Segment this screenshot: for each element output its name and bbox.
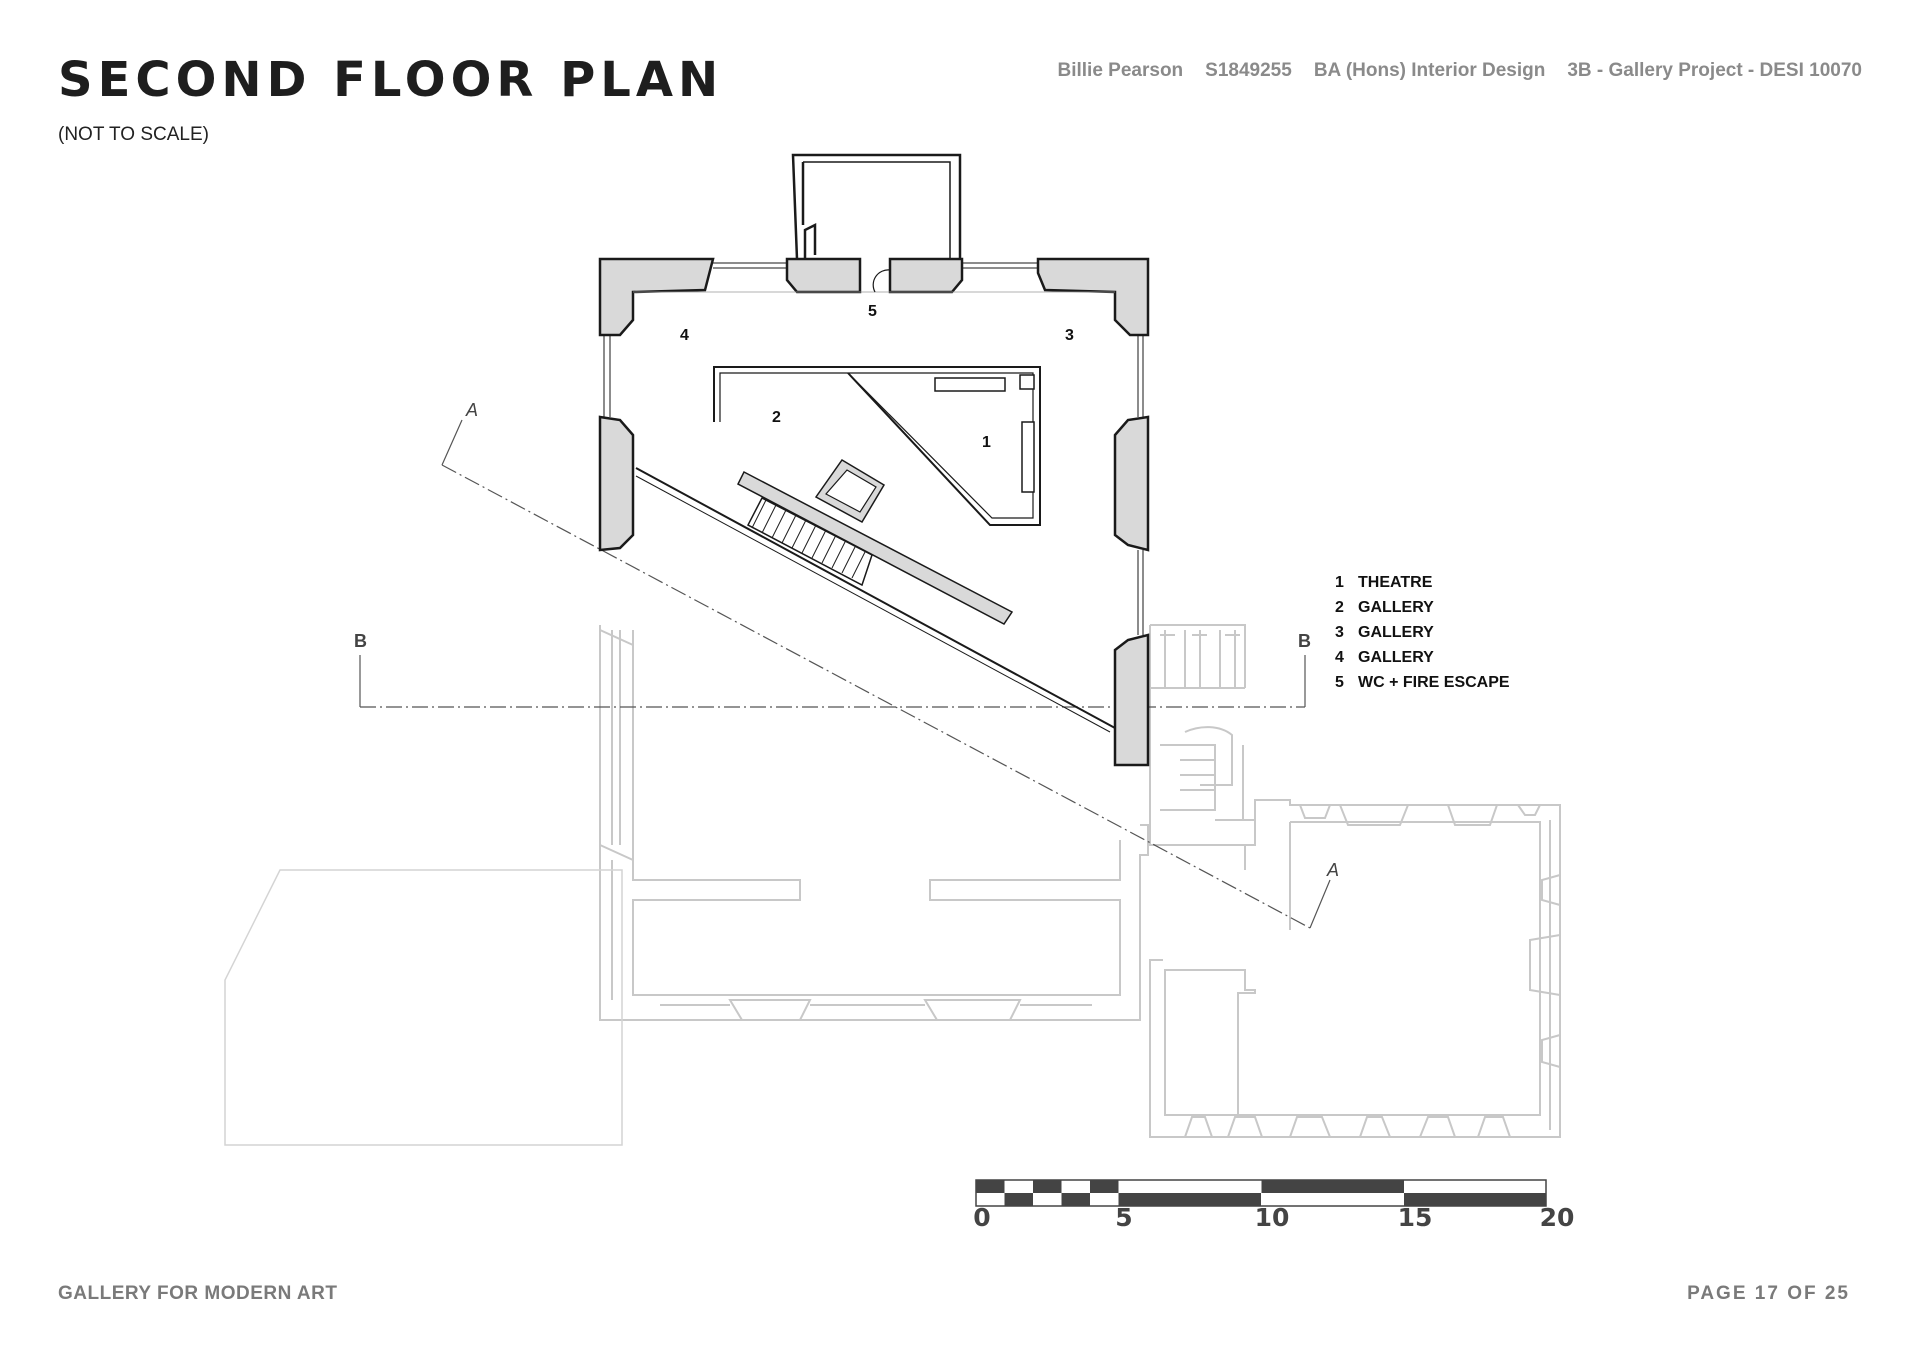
existing-lower-hall — [599, 625, 1149, 1021]
project-meta: Billie Pearson S1849255 BA (Hons) Interi… — [1058, 60, 1863, 82]
room-number-3: 3 — [1065, 327, 1074, 344]
room-number-4: 4 — [680, 327, 689, 344]
room-number-1: 1 — [982, 434, 991, 451]
existing-courtyard — [224, 869, 623, 1146]
room-number-2: 2 — [772, 409, 781, 426]
section-marker-a-top: A — [465, 400, 478, 420]
existing-stair-core — [1149, 625, 1561, 1138]
section-marker-b-right: B — [1298, 631, 1311, 651]
room-number-5: 5 — [868, 303, 877, 320]
wc-fire-escape — [791, 153, 962, 293]
scale-label-20: 20 — [1539, 1203, 1575, 1232]
existing-inner-walls — [632, 630, 1121, 996]
page-subtitle: (NOT TO SCALE) — [58, 124, 209, 145]
author-name: Billie Pearson — [1057, 60, 1184, 81]
scale-label-0: 0 — [973, 1203, 991, 1232]
legend-number: 1 — [1335, 574, 1344, 591]
wall-pier-top-mid-right — [888, 257, 964, 294]
existing-right-wing — [1164, 821, 1541, 1116]
legend-label: GALLERY — [1358, 624, 1434, 641]
diagonal-wall — [635, 467, 1116, 729]
section-marker-b-left: B — [354, 631, 367, 651]
legend-item: 2 GALLERY — [1335, 595, 1510, 620]
legend-label: WC + FIRE ESCAPE — [1358, 674, 1510, 691]
legend-item: 1 THEATRE — [1335, 570, 1510, 595]
legend-item: 5 WC + FIRE ESCAPE — [1335, 670, 1510, 695]
glazing-lines — [603, 262, 1144, 635]
room-numbers: 1 2 3 4 5 — [680, 303, 1074, 451]
footer-project-title: GALLERY FOR MODERN ART — [58, 1283, 338, 1304]
legend-label: GALLERY — [1358, 599, 1434, 616]
page-number: PAGE 17 OF 25 — [1687, 1283, 1850, 1304]
wall-corner-top-right — [1036, 257, 1150, 337]
scale-bar — [975, 1179, 1547, 1207]
section-marker-a-bottom: A — [1326, 860, 1339, 880]
section-marker-ticks — [359, 419, 1331, 929]
door-swing — [872, 269, 891, 293]
project-name: 3B - Gallery Project - DESI 10070 — [1567, 60, 1862, 81]
theatre-enclosure — [713, 366, 1041, 526]
staircase — [635, 458, 1116, 733]
wall-corner-top-left — [598, 257, 715, 337]
legend-number: 4 — [1335, 649, 1344, 666]
page-title: SECOND FLOOR PLAN — [58, 52, 724, 108]
wall-pier-left — [598, 415, 635, 552]
student-id: S1849255 — [1205, 60, 1292, 81]
legend-item: 4 GALLERY — [1335, 645, 1510, 670]
existing-building — [224, 624, 1561, 1146]
legend-label: THEATRE — [1358, 574, 1433, 591]
legend-number: 5 — [1335, 674, 1344, 691]
legend-item: 3 GALLERY — [1335, 620, 1510, 645]
legend-label: GALLERY — [1358, 649, 1434, 666]
wall-pier-right-lower — [1113, 633, 1150, 767]
legend-number: 2 — [1335, 599, 1344, 616]
wall-pier-right-upper — [1113, 415, 1150, 552]
course-name: BA (Hons) Interior Design — [1313, 60, 1546, 81]
scale-label-10: 10 — [1254, 1203, 1290, 1232]
wall-pier-top-mid-left — [785, 257, 862, 294]
scale-label-15: 15 — [1397, 1203, 1433, 1232]
existing-left-piers — [599, 629, 634, 1020]
scale-label-5: 5 — [1115, 1203, 1133, 1232]
bridge-beam — [737, 470, 1014, 625]
second-floor-walls — [598, 257, 1150, 767]
legend-number: 3 — [1335, 624, 1344, 641]
section-marker-letters: A A B B — [354, 400, 1339, 880]
